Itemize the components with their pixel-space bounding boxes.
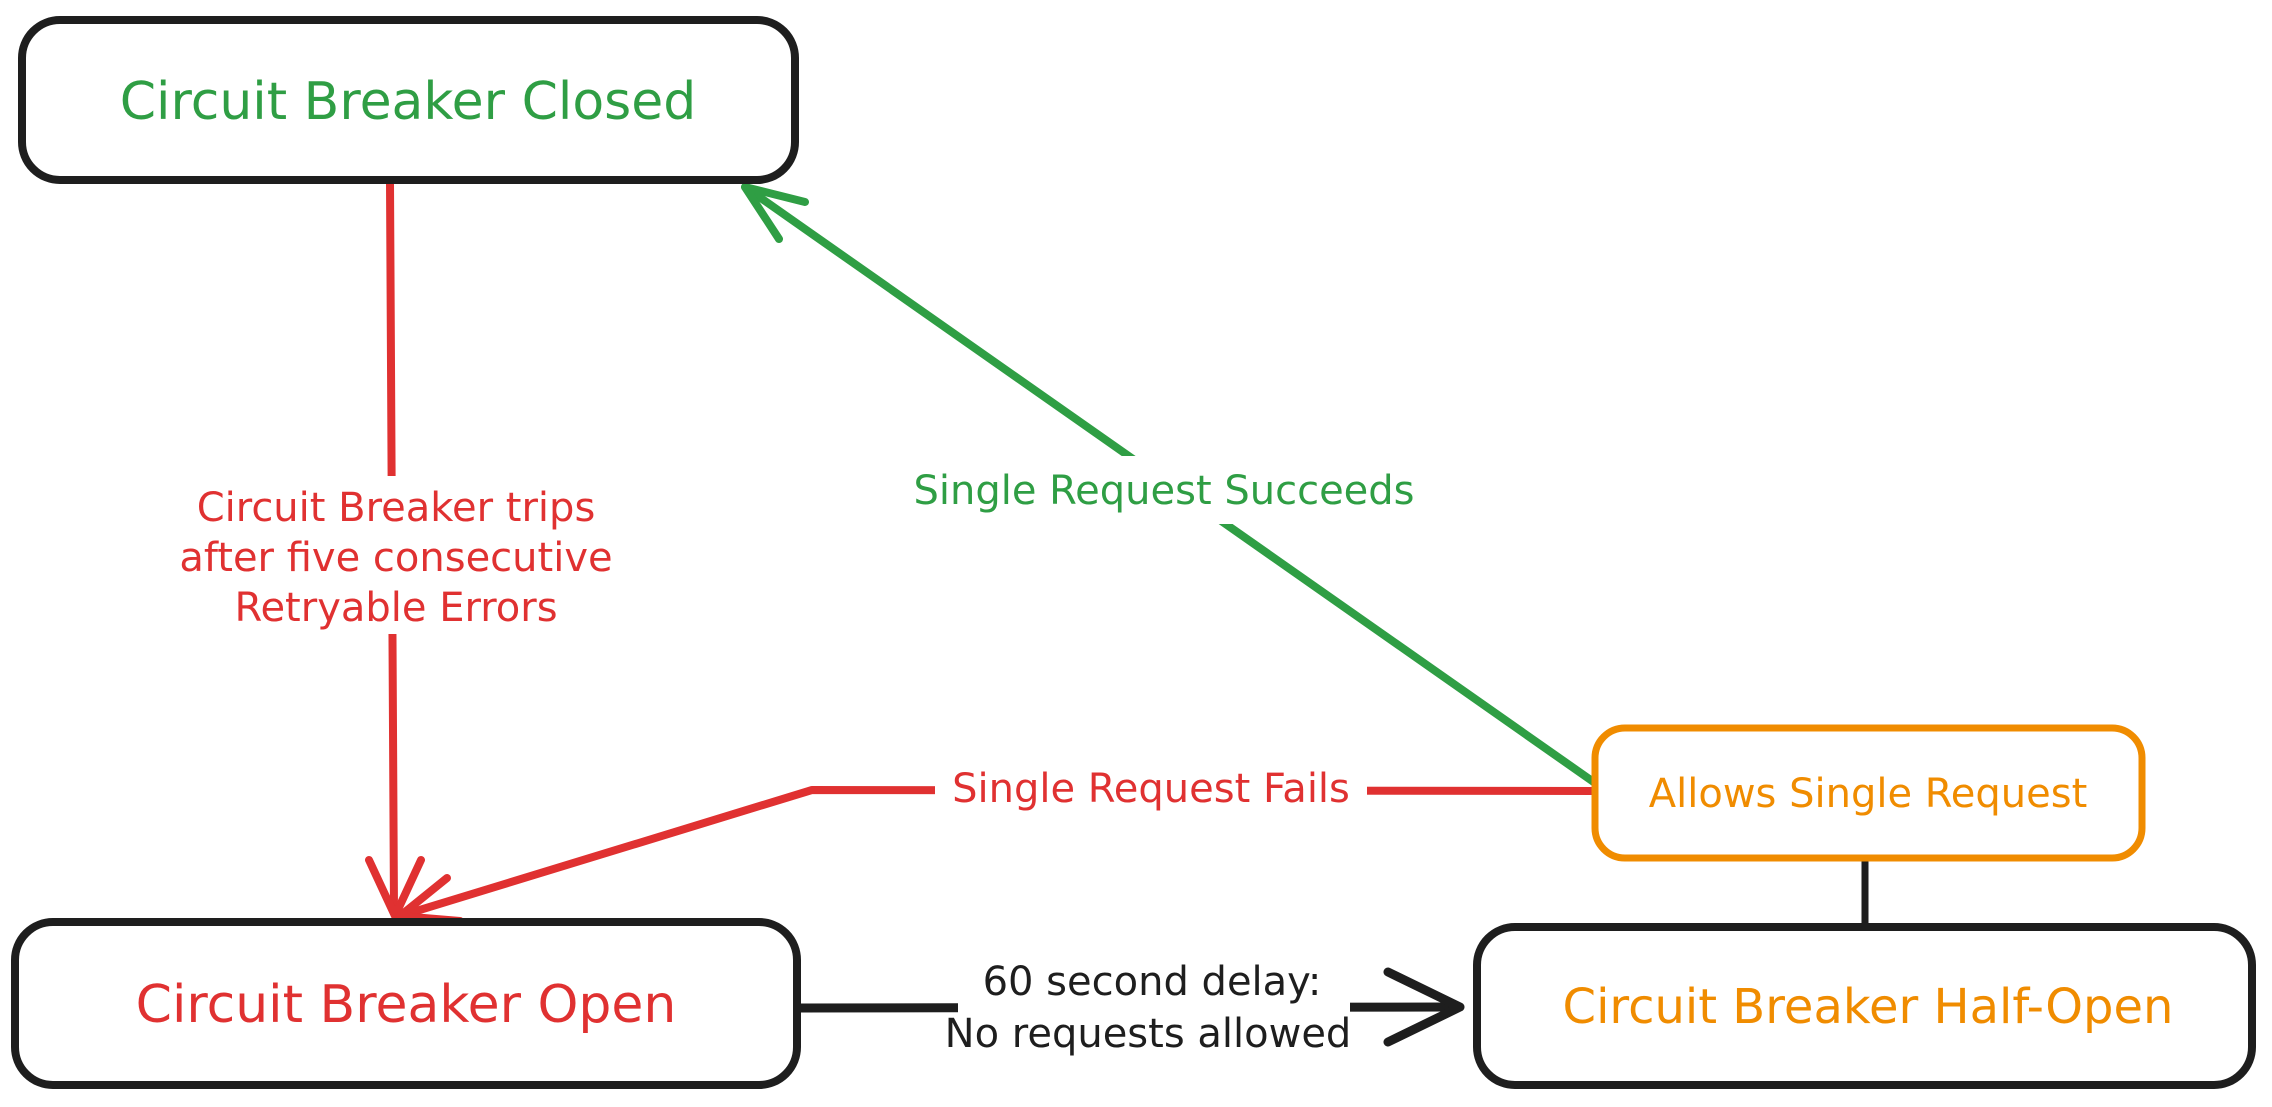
- closed-box: [18, 16, 799, 184]
- delay-label-line1: 60 second delay:: [983, 959, 1322, 1005]
- delay-label-mask: [958, 952, 1350, 1060]
- trips-label-line3: Retryable Errors: [234, 585, 557, 631]
- fails-label-text: Single Request Fails: [952, 766, 1350, 812]
- trips-label-line1: Circuit Breaker trips: [197, 485, 596, 531]
- succeeds-label: Single Request Succeeds: [912, 456, 1418, 524]
- node-circuit-breaker-closed: Circuit Breaker Closed: [18, 16, 799, 184]
- trips-label-line2: after five consecutive: [179, 535, 612, 581]
- succeeds-label-mask: [912, 456, 1418, 524]
- node-allows-single-request: Allows Single Request: [1591, 724, 2146, 862]
- succeeds-label-text: Single Request Succeeds: [913, 468, 1414, 514]
- allows-box: [1591, 724, 2146, 862]
- node-circuit-breaker-half-open: Circuit Breaker Half-Open: [1473, 923, 2256, 1089]
- node-circuit-breaker-open: Circuit Breaker Open: [11, 918, 801, 1089]
- trips-arrowhead-icon: [365, 856, 425, 920]
- half-open-label: Circuit Breaker Half-Open: [1563, 979, 2174, 1035]
- trips-label: Circuit Breaker trips after five consecu…: [168, 476, 623, 634]
- succeeds-arrowhead-icon: [741, 183, 809, 243]
- half-open-box: [1473, 923, 2256, 1089]
- open-box: [11, 918, 801, 1089]
- delay-label-line2: No requests allowed: [945, 1011, 1352, 1057]
- trips-label-mask: [168, 476, 623, 634]
- allows-label: Allows Single Request: [1649, 771, 2088, 817]
- fails-label: Single Request Fails: [935, 756, 1367, 822]
- open-label: Circuit Breaker Open: [136, 975, 677, 1035]
- closed-label: Circuit Breaker Closed: [120, 72, 697, 132]
- delay-arrowhead-icon: [1383, 967, 1465, 1047]
- fails-label-mask: [935, 756, 1367, 822]
- delay-label: 60 second delay: No requests allowed: [945, 952, 1352, 1060]
